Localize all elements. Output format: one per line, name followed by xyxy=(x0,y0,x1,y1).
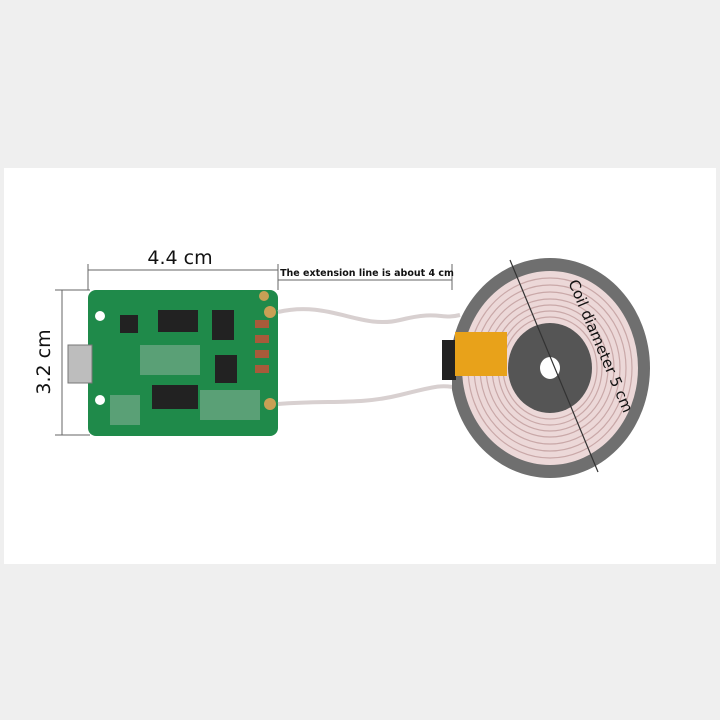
kapton-tape xyxy=(455,332,507,376)
usb-port xyxy=(67,344,93,384)
wireless-charging-coil xyxy=(442,258,650,478)
pcb-board xyxy=(67,290,278,436)
diameter-line xyxy=(509,259,599,473)
dimension-lines xyxy=(55,264,453,436)
extension-label: The extension line is about 4 cm xyxy=(280,268,454,279)
width-label: 4.4 cm xyxy=(147,247,212,269)
coil-wires xyxy=(277,307,461,406)
height-label: 3.2 cm xyxy=(33,329,55,394)
